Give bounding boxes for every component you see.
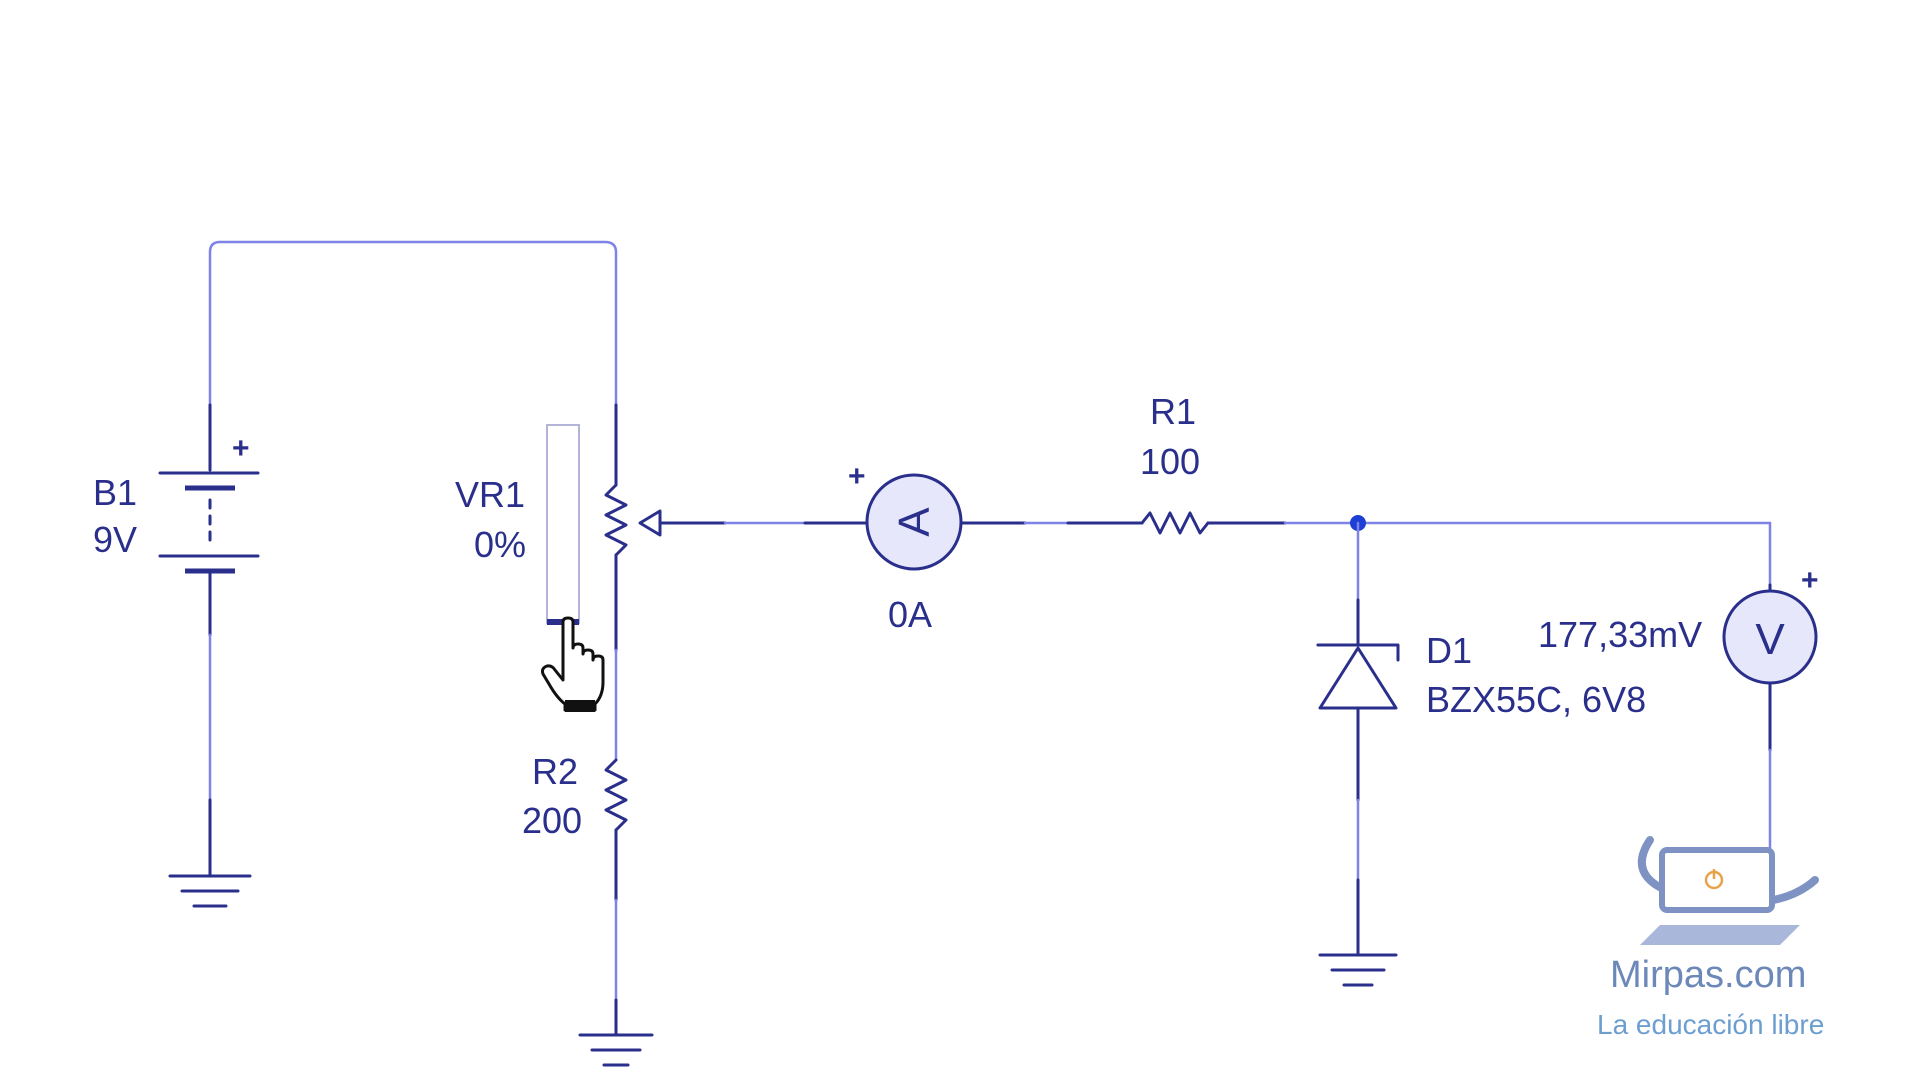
ground-symbol-r2	[578, 998, 654, 1067]
logo-monitor	[1659, 847, 1775, 913]
resistor-r1[interactable]	[1066, 511, 1287, 535]
hand-pointer-icon	[541, 616, 605, 712]
ground-symbol-diode	[1318, 878, 1398, 987]
resistor-r2-value-label: 200	[522, 800, 582, 841]
voltmeter[interactable]: V +	[1722, 564, 1819, 685]
ammeter-symbol: A	[890, 507, 939, 537]
zener-diode-d1[interactable]	[1316, 598, 1400, 802]
resistor-r1-ref-label: R1	[1150, 391, 1196, 432]
zener-diode-ref-label: D1	[1426, 630, 1472, 671]
potentiometer-vr1[interactable]	[604, 403, 662, 652]
watermark-brand: Mirpas.com	[1610, 954, 1806, 996]
wiper-arrow-icon	[638, 509, 662, 537]
potentiometer-ref-label: VR1	[455, 474, 525, 515]
resistor-r2-ref-label: R2	[532, 751, 578, 792]
ground-symbol-battery	[168, 798, 252, 908]
mirpas-logo	[1637, 836, 1819, 945]
battery-polarity: +	[232, 432, 250, 465]
resistor-r1-value-label: 100	[1140, 441, 1200, 482]
ammeter-reading: 0A	[888, 594, 932, 635]
battery-b1[interactable]: +	[158, 403, 260, 637]
voltmeter-reading: 177,33mV	[1538, 614, 1702, 655]
potentiometer-slider-track[interactable]	[546, 424, 580, 624]
zener-diode-value-label: BZX55C, 6V8	[1426, 679, 1646, 720]
wire-top-loop	[208, 240, 618, 407]
watermark-tagline: La educación libre	[1597, 1009, 1824, 1040]
potentiometer-value-label: 0%	[474, 524, 526, 565]
voltmeter-polarity: +	[1801, 564, 1819, 597]
resistor-r2[interactable]	[604, 758, 628, 902]
battery-ref-label: B1	[93, 472, 137, 513]
voltmeter-symbol: V	[1755, 615, 1785, 664]
ammeter-polarity: +	[848, 460, 866, 493]
battery-value-label: 9V	[93, 519, 137, 560]
ammeter[interactable]: A +	[848, 460, 963, 571]
logo-keyboard	[1640, 925, 1800, 945]
